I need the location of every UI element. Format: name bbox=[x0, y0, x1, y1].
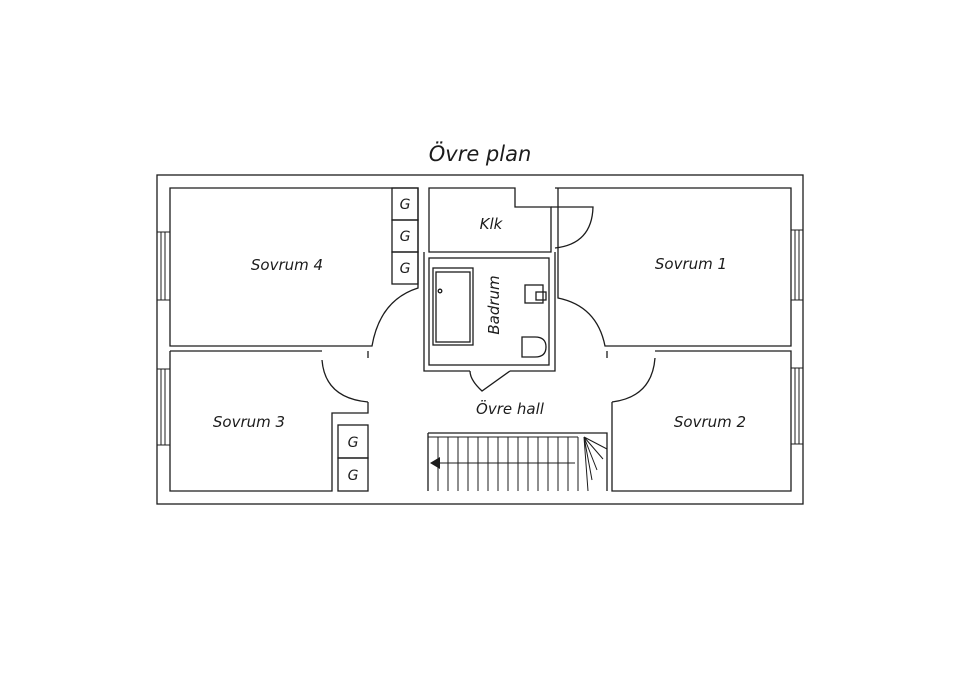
door-sovrum-2 bbox=[611, 357, 656, 403]
window-right-bottom bbox=[790, 367, 803, 445]
label-sovrum-3: Sovrum 3 bbox=[213, 413, 285, 431]
closet-label: G bbox=[400, 261, 411, 277]
closet-label: G bbox=[400, 197, 411, 213]
badrum-inner bbox=[428, 257, 550, 366]
sink bbox=[524, 284, 544, 304]
door-klk bbox=[551, 206, 594, 249]
window-left-top bbox=[157, 231, 171, 301]
bathtub bbox=[432, 267, 474, 346]
bathtub-inner bbox=[435, 271, 471, 343]
label-sovrum-2: Sovrum 2 bbox=[674, 413, 746, 431]
bathtub-drain bbox=[437, 288, 443, 294]
label-badrum: Badrum bbox=[485, 275, 503, 334]
label-sovrum-4: Sovrum 4 bbox=[251, 256, 323, 274]
door-sovrum-3 bbox=[321, 359, 369, 403]
room-badrum bbox=[423, 252, 556, 372]
stairs-outline bbox=[427, 432, 608, 491]
closet-label: G bbox=[348, 435, 359, 451]
stairs-steps bbox=[437, 437, 579, 491]
label-ovre-hall: Övre hall bbox=[476, 399, 545, 418]
outer-wall bbox=[156, 174, 804, 505]
window-right-top bbox=[790, 229, 803, 301]
closet-label: G bbox=[400, 229, 411, 245]
window-left-bottom bbox=[157, 368, 171, 446]
stairs-winder bbox=[428, 436, 608, 492]
label-sovrum-1: Sovrum 1 bbox=[655, 255, 727, 273]
closet-top-3 bbox=[391, 251, 419, 285]
room-sovrum-2 bbox=[606, 350, 792, 492]
room-sovrum-3 bbox=[169, 350, 369, 492]
room-sovrum-1 bbox=[555, 187, 792, 347]
room-sovrum-4 bbox=[169, 187, 419, 347]
stairs-arrow-icon bbox=[430, 457, 440, 469]
closet-bottom-2 bbox=[337, 457, 369, 492]
toilet bbox=[521, 336, 547, 358]
plan-title: Övre plan bbox=[429, 141, 532, 166]
label-klk: Klk bbox=[480, 215, 504, 233]
closet-label: G bbox=[348, 468, 359, 484]
door-badrum bbox=[469, 370, 511, 392]
sink-tap bbox=[535, 291, 547, 301]
